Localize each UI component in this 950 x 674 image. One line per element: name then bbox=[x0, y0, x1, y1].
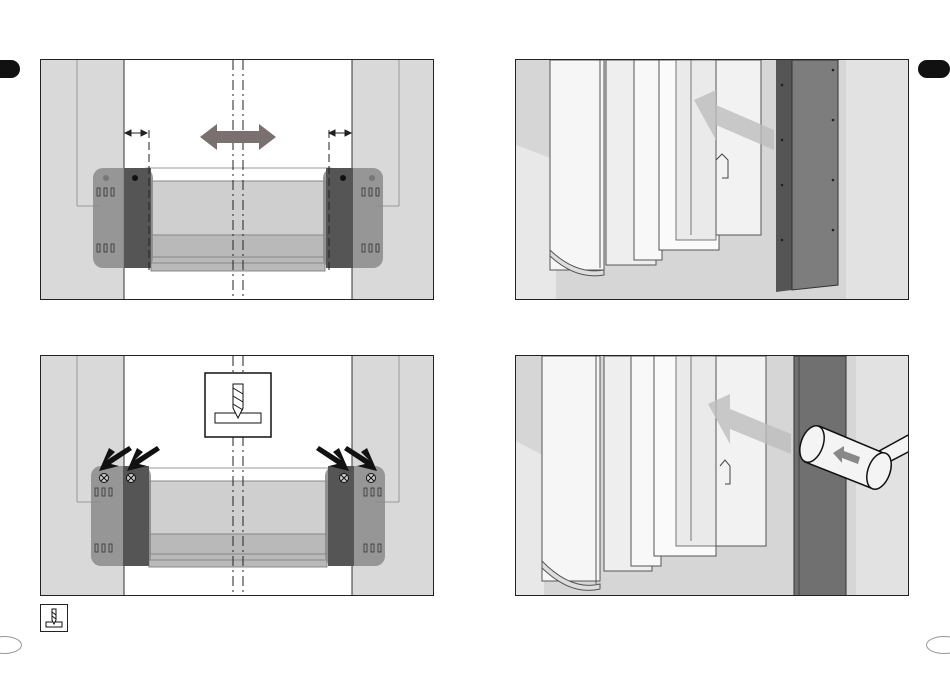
step-panel-1 bbox=[40, 59, 434, 300]
right-chapter-tab bbox=[918, 60, 950, 78]
step-panel-3 bbox=[40, 355, 434, 596]
step-panel-2 bbox=[515, 59, 909, 300]
right-page-number bbox=[926, 636, 950, 654]
step-4-illustration bbox=[516, 356, 909, 596]
direction-arrow-icon bbox=[200, 124, 276, 150]
left-chapter-tab bbox=[0, 60, 20, 78]
step-3-illustration bbox=[41, 356, 434, 596]
step-2-illustration bbox=[516, 60, 909, 300]
step-panel-4 bbox=[515, 355, 909, 596]
step-1-illustration bbox=[41, 60, 434, 300]
drill-icon bbox=[205, 373, 271, 437]
left-page-number bbox=[0, 636, 22, 654]
drill-legend-icon bbox=[40, 604, 68, 632]
